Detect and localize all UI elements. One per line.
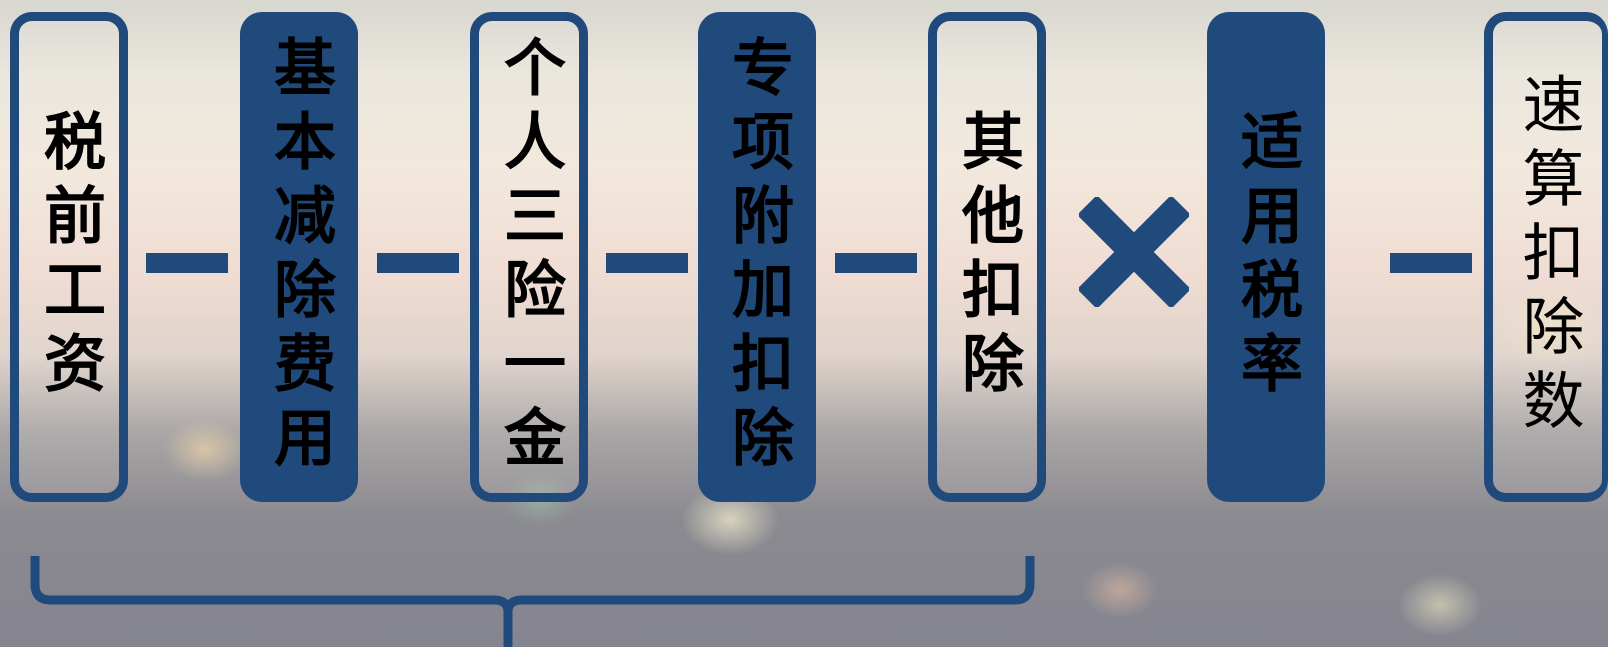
- term-label: 个人三险一金: [493, 35, 566, 479]
- term-label: 专项附加扣除: [721, 35, 794, 479]
- term-basic-deduction: 基本减除费用: [240, 12, 358, 502]
- minus-operator: [146, 253, 228, 273]
- term-social-insurance: 个人三险一金: [470, 12, 588, 502]
- term-pre-tax-salary: 税前工资: [10, 12, 128, 502]
- brace-path: [30, 556, 1035, 647]
- minus-operator: [1390, 253, 1472, 273]
- multiply-sign-shape: [1079, 197, 1189, 307]
- minus-operator: [835, 253, 917, 273]
- term-label: 速算扣除数: [1511, 72, 1585, 442]
- minus-operator: [606, 253, 688, 273]
- term-label: 适用税率: [1230, 109, 1303, 405]
- term-label: 税前工资: [33, 109, 106, 405]
- term-quick-deduction: 速算扣除数: [1484, 12, 1608, 502]
- multiply-operator: [1079, 197, 1189, 307]
- term-special-additional-deduction: 专项附加扣除: [698, 12, 816, 502]
- term-label: 基本减除费用: [263, 35, 336, 479]
- term-other-deduction: 其他扣除: [928, 12, 1046, 502]
- term-label: 其他扣除: [951, 109, 1024, 405]
- term-applicable-tax-rate: 适用税率: [1207, 12, 1325, 502]
- minus-operator: [377, 253, 459, 273]
